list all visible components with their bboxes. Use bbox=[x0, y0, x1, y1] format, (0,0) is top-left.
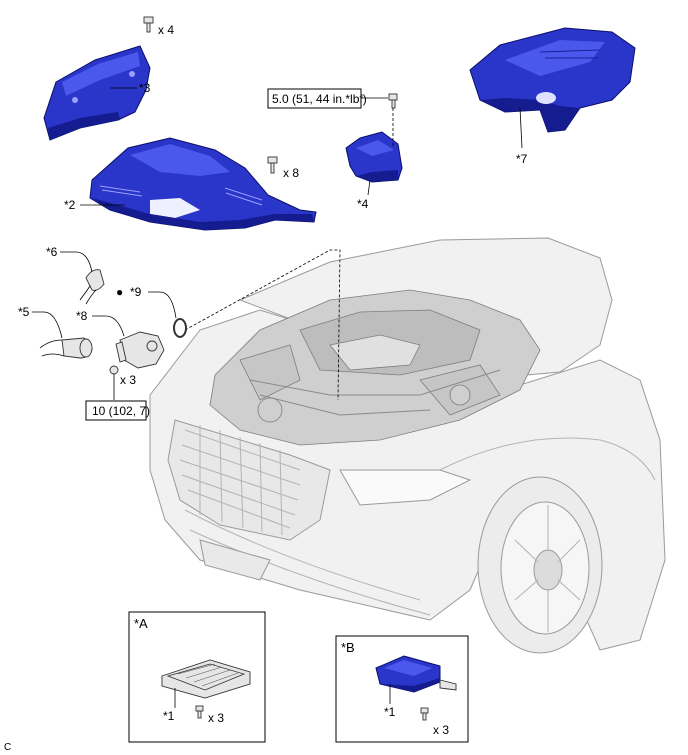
qty-label-cover3: x 4 bbox=[158, 23, 174, 37]
qty-label-inset-b: x 3 bbox=[433, 723, 449, 737]
part-label-7: *7 bbox=[516, 152, 528, 166]
bolt-icon bbox=[109, 365, 119, 375]
torque-label-bracket: 5.0 (51, 44 in.*lbf) bbox=[272, 92, 367, 106]
part-label-2: *2 bbox=[64, 198, 76, 212]
corner-code: C bbox=[4, 742, 11, 753]
module-part-b bbox=[375, 655, 457, 693]
headlight bbox=[339, 469, 472, 506]
torque-box-bracket bbox=[267, 88, 362, 109]
torque-label-part8: 10 (102, 7) bbox=[92, 404, 150, 418]
module-part-a bbox=[161, 659, 251, 699]
cover-3 bbox=[43, 45, 151, 141]
engine-cover-7 bbox=[469, 27, 636, 133]
housing-8 bbox=[115, 331, 165, 369]
part-label-3: *3 bbox=[139, 81, 151, 95]
grille bbox=[167, 419, 331, 541]
part-label-5: *5 bbox=[18, 305, 30, 319]
bolt-icon bbox=[143, 16, 154, 33]
part-label-8: *8 bbox=[76, 309, 88, 323]
part-label-1a: *1 bbox=[163, 709, 175, 723]
bolt-icon bbox=[195, 705, 204, 719]
part-label-1b: *1 bbox=[384, 705, 396, 719]
bolt-icon bbox=[420, 707, 429, 721]
torque-box-part8 bbox=[85, 400, 147, 421]
non-reusable-mark: ● bbox=[116, 285, 123, 299]
pipe-5 bbox=[39, 337, 93, 359]
qty-label-part8: x 3 bbox=[120, 373, 136, 387]
part-label-4: *4 bbox=[357, 197, 369, 211]
bolt-icon bbox=[267, 156, 278, 174]
part-label-6: *6 bbox=[46, 245, 58, 259]
install-pointer bbox=[184, 249, 341, 401]
part-label-9: *9 bbox=[130, 285, 142, 299]
bolt-icon bbox=[388, 93, 398, 109]
inset-label-b: *B bbox=[341, 640, 355, 655]
inset-label-a: *A bbox=[134, 616, 148, 631]
bumper-line bbox=[184, 509, 431, 616]
hose-6 bbox=[79, 269, 105, 305]
bracket-4 bbox=[345, 131, 403, 183]
qty-label-inset-a: x 3 bbox=[208, 711, 224, 725]
vehicle-illustration bbox=[149, 237, 666, 654]
gasket-ring bbox=[173, 318, 187, 338]
cover-2 bbox=[89, 137, 317, 231]
qty-label-cover2: x 8 bbox=[283, 166, 299, 180]
